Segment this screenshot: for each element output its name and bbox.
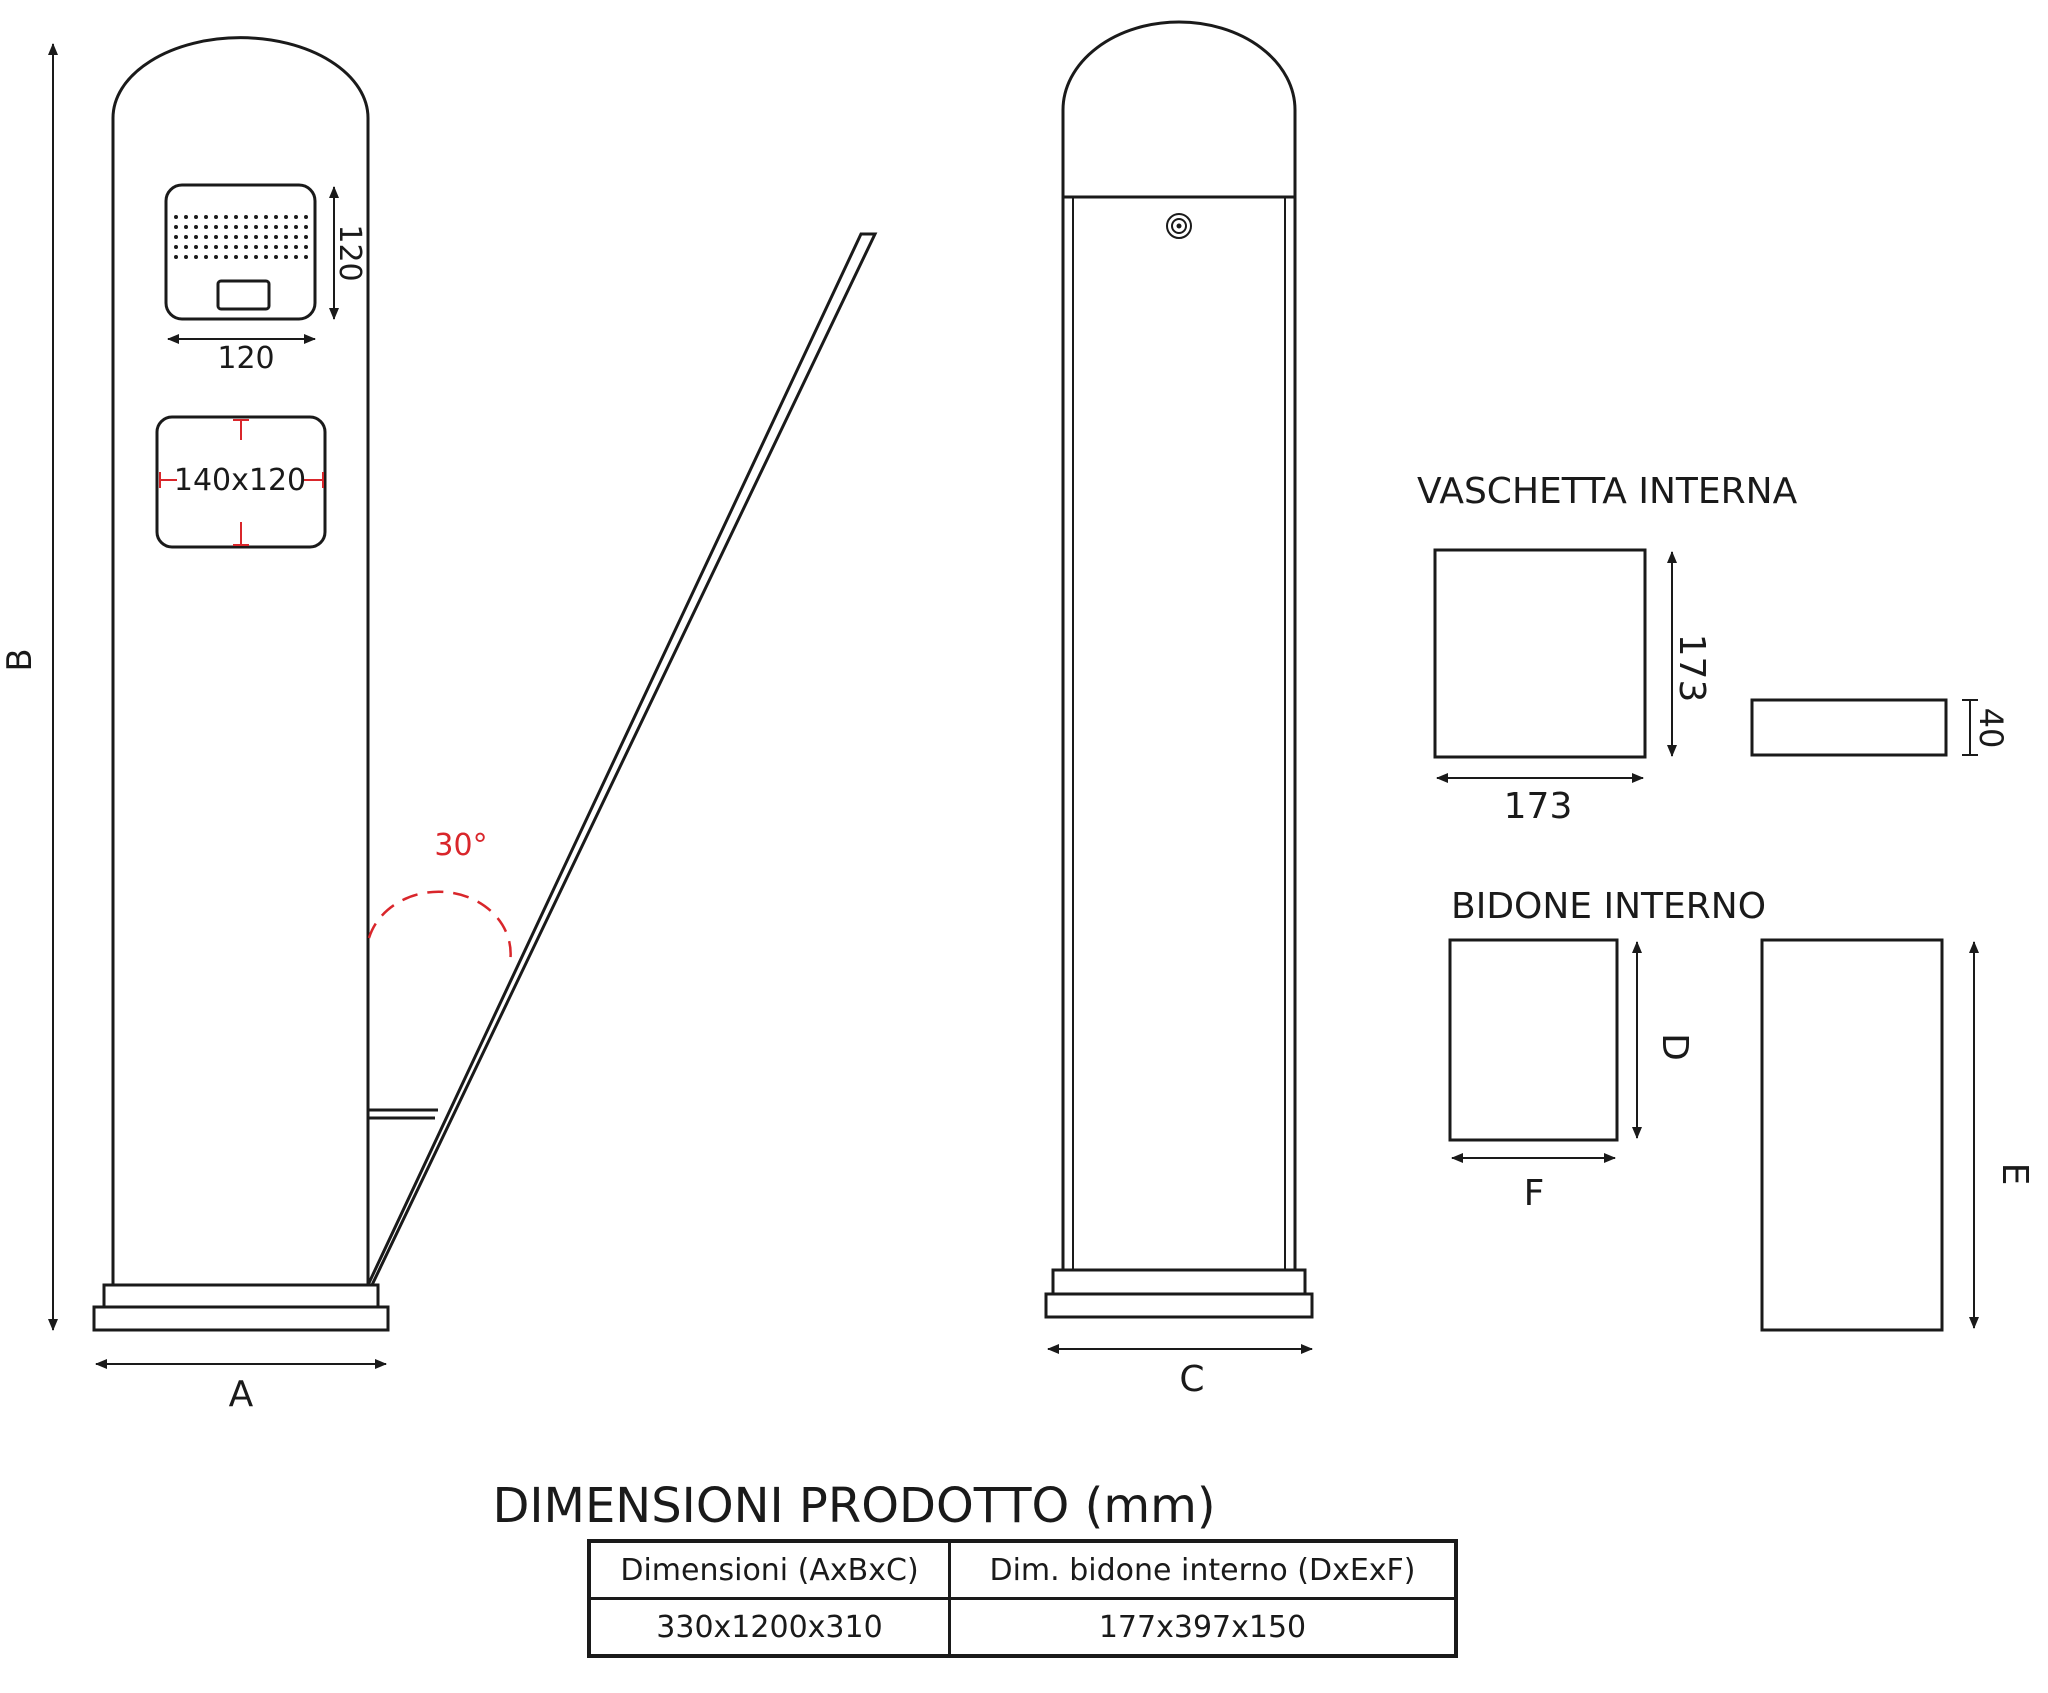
side-base-upper <box>1051 1268 1307 1296</box>
tray-height-label: 173 <box>1671 634 1712 703</box>
disposal-opening <box>155 415 327 549</box>
tray-title: VASCHETTA INTERNA <box>1417 471 1798 512</box>
dimension-b-label: B <box>0 648 40 671</box>
front-base-lower <box>92 1305 390 1332</box>
tray-side-view <box>1750 698 1948 757</box>
table-header-cell: Dimensioni (AxBxC) <box>587 1539 951 1600</box>
table-cell-product-dimensions: 330x1200x310 <box>587 1597 951 1658</box>
front-base-upper <box>102 1283 380 1309</box>
tray-top-view <box>1433 548 1647 759</box>
table-header-row: Dimensioni (AxBxC) Dim. bidone interno (… <box>587 1539 1458 1600</box>
bin-drawings <box>1448 938 1944 1332</box>
angle-arc <box>367 890 512 963</box>
dimension-a-label: A <box>229 1374 254 1415</box>
angle-label: 30° <box>434 828 487 863</box>
tray-thickness-label: 40 <box>1972 708 2010 749</box>
side-column-outline <box>1061 20 1297 1270</box>
dimensions-table: Dimensioni (AxBxC) Dim. bidone interno (… <box>587 1539 1458 1658</box>
lock-icon <box>1166 213 1192 239</box>
control-panel <box>164 183 317 321</box>
table-row: 330x1200x310 177x397x150 <box>587 1597 1458 1658</box>
bin-top-view <box>1448 938 1619 1142</box>
table-header-cell: Dim. bidone interno (DxExF) <box>948 1539 1458 1600</box>
opening-dimension-marks <box>159 419 324 546</box>
table-cell-bin-dimensions: 177x397x150 <box>948 1597 1458 1658</box>
opening-size-label: 140x120 <box>174 463 306 498</box>
panel-height-label: 120 <box>332 224 367 281</box>
speaker-grille-icon <box>174 215 308 259</box>
front-dimensions <box>48 43 387 1369</box>
dimension-c-label: C <box>1179 1359 1204 1400</box>
bin-title: BIDONE INTERNO <box>1451 886 1766 927</box>
open-lid <box>366 232 878 1286</box>
bin-side-view <box>1760 938 1944 1332</box>
display-slot-icon <box>216 279 271 311</box>
table-title: DIMENSIONI PRODOTTO (mm) <box>492 1478 1215 1534</box>
bin-full-height-label: E <box>1994 1163 2035 1186</box>
bin-height-label: D <box>1654 1033 1695 1061</box>
tray-drawings <box>1433 548 1948 759</box>
side-base-lower <box>1044 1292 1314 1319</box>
front-view <box>92 36 878 1332</box>
front-column-outline <box>111 36 370 1285</box>
bin-width-label: F <box>1524 1173 1545 1214</box>
tray-width-label: 173 <box>1504 786 1573 827</box>
side-view <box>1044 20 1314 1319</box>
panel-width-label: 120 <box>217 341 274 376</box>
